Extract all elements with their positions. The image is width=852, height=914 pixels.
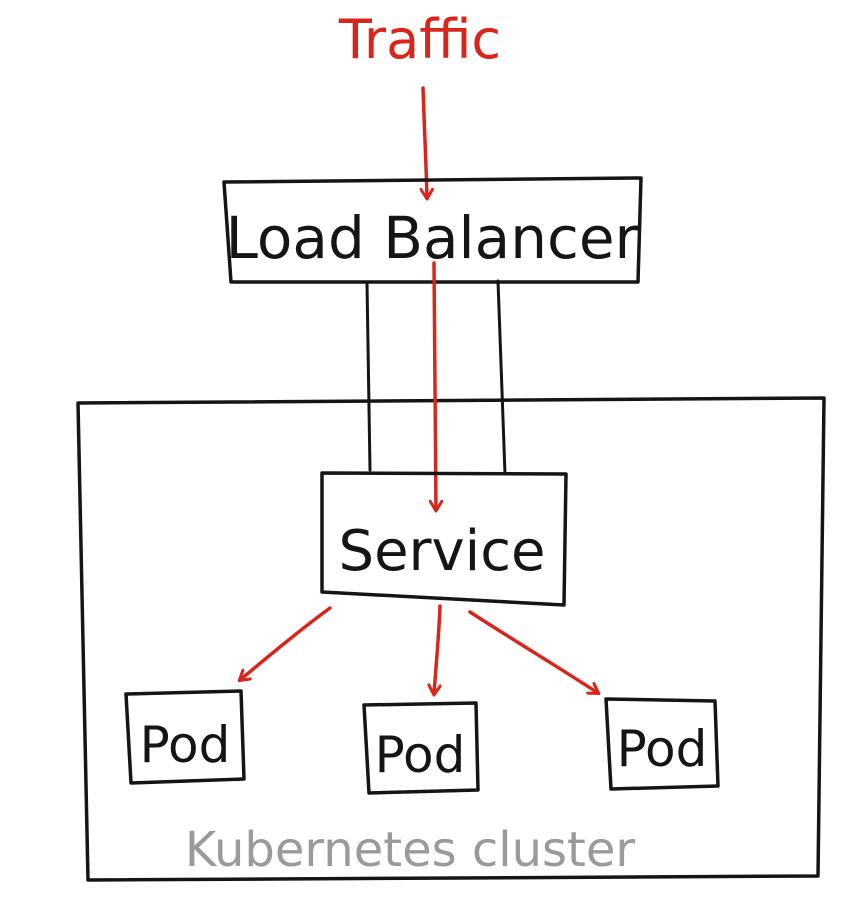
service-label: Service (339, 519, 546, 584)
pod-node-2: Pod (362, 701, 480, 795)
lb-service-connector-right (496, 279, 507, 476)
service-to-pod-2-arrow (434, 604, 442, 694)
service-to-pod-3-arrow (468, 610, 598, 693)
traffic-to-load-balancer-arrow (423, 86, 427, 198)
load-balancer-node: Load Balancer (222, 176, 643, 284)
traffic-label: Traffic (338, 8, 501, 71)
pod-label: Pod (375, 726, 466, 784)
service-node: Service (320, 471, 568, 607)
lb-service-connector-left (365, 281, 372, 472)
lb-to-service-arrow (434, 261, 436, 510)
cluster-label: Kubernetes cluster (185, 822, 635, 878)
load-balancer-label: Load Balancer (226, 204, 639, 272)
kubernetes-cluster-boundary: Kubernetes cluster (76, 396, 826, 882)
pod-label: Pod (140, 716, 231, 774)
service-to-pod-1-arrow (240, 606, 332, 680)
pod-node-1: Pod (124, 689, 246, 785)
pod-node-3: Pod (604, 697, 720, 791)
pod-label: Pod (617, 720, 708, 778)
